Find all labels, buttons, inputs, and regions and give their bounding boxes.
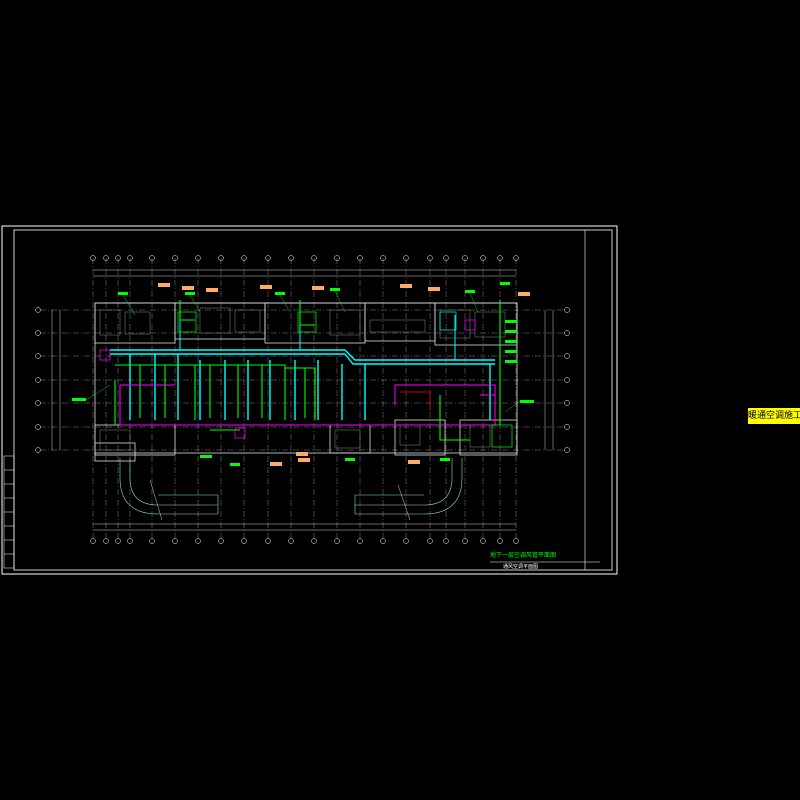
grid-bubbles-left	[35, 307, 41, 453]
drawing-subtitle: 通风空调平面图	[503, 564, 539, 570]
sheet-outer-frame	[1, 225, 618, 575]
left-title-strip	[3, 455, 15, 569]
drawing-title: 地下一层空调风管平面图	[490, 552, 557, 559]
grid-lines-vertical	[92, 258, 517, 538]
ducts-green	[114, 300, 501, 441]
grid-bubbles-top	[90, 255, 519, 261]
grid-lines-horizontal	[40, 309, 565, 451]
ramp-left	[119, 458, 219, 521]
sheet-inner-frame	[13, 229, 613, 571]
equipment	[99, 311, 513, 448]
leader-lines	[85, 290, 521, 413]
dimension-lines	[51, 269, 554, 531]
labels-orange	[158, 283, 530, 466]
ramp-right	[354, 458, 463, 521]
building-walls	[94, 302, 518, 462]
pipes-red	[400, 391, 431, 410]
room-details	[99, 307, 506, 451]
grid-bubbles-right	[564, 307, 570, 453]
side-tag-label: 暖通空调施工图	[748, 408, 800, 424]
pipes-magenta	[119, 384, 496, 426]
labels-green	[72, 282, 534, 466]
grid-bubbles-bottom	[90, 538, 519, 544]
